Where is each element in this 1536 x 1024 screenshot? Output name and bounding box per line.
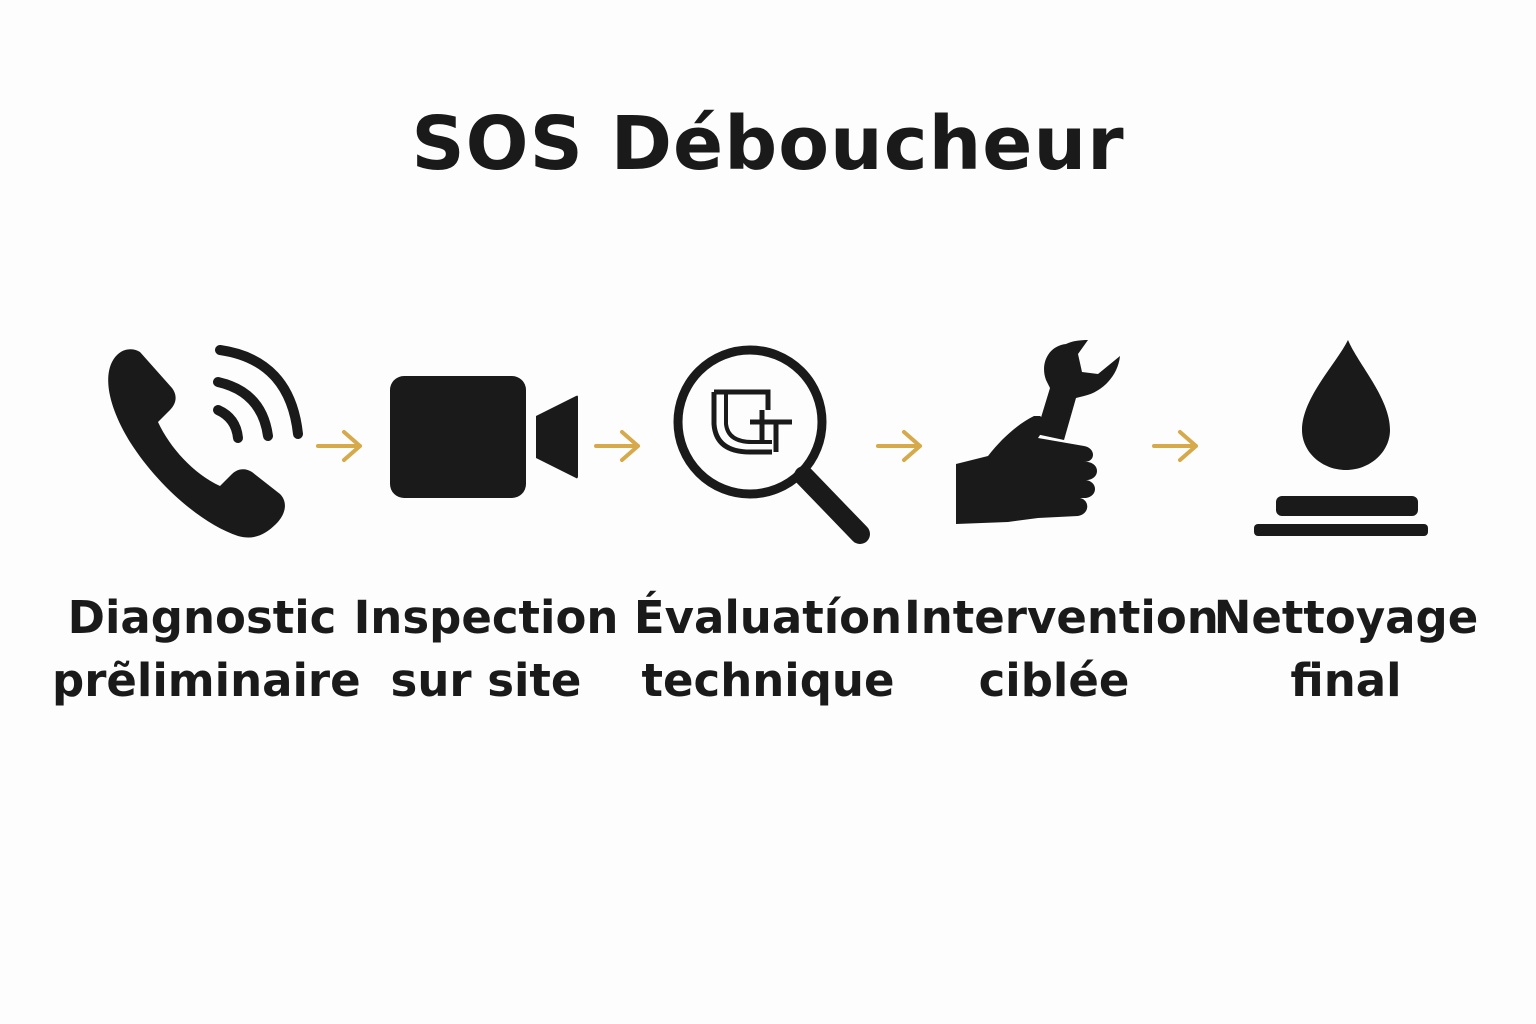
step-label-line: Intervention (904, 591, 1219, 644)
step-label-line: ciblée (978, 654, 1130, 707)
step-label-line: prẽliminaire (52, 654, 361, 707)
step-label-line: Diagnostic (67, 591, 337, 644)
water-drop-icon (1250, 336, 1432, 540)
step-label-evaluation: Évaluatíon technique (618, 586, 918, 712)
hand-wrench-icon (948, 338, 1128, 530)
step-label-nettoyage: Nettoyage final (1196, 586, 1496, 712)
arrow-right-icon (876, 426, 924, 466)
step-label-intervention: Intervention ciblée (904, 586, 1219, 712)
step-label-line: Inspection (353, 591, 619, 644)
phone-call-icon (100, 338, 310, 548)
step-label-line: technique (641, 654, 895, 707)
arrow-right-icon (1152, 426, 1200, 466)
arrow-right-icon (316, 426, 364, 466)
step-label-line: Nettoyage (1213, 591, 1479, 644)
step-label-line: Évaluatíon (633, 591, 903, 644)
step-label-line: final (1290, 654, 1402, 707)
step-label-diagnostic: Diagnostic prẽliminaire (52, 586, 361, 712)
step-label-line: sur site (390, 654, 582, 707)
page-title: SOS Déboucheur (411, 101, 1125, 187)
arrow-right-icon (594, 426, 642, 466)
step-label-inspection: Inspection sur site (336, 586, 636, 712)
video-camera-icon (386, 372, 582, 502)
magnifier-pipe-icon (668, 340, 872, 544)
